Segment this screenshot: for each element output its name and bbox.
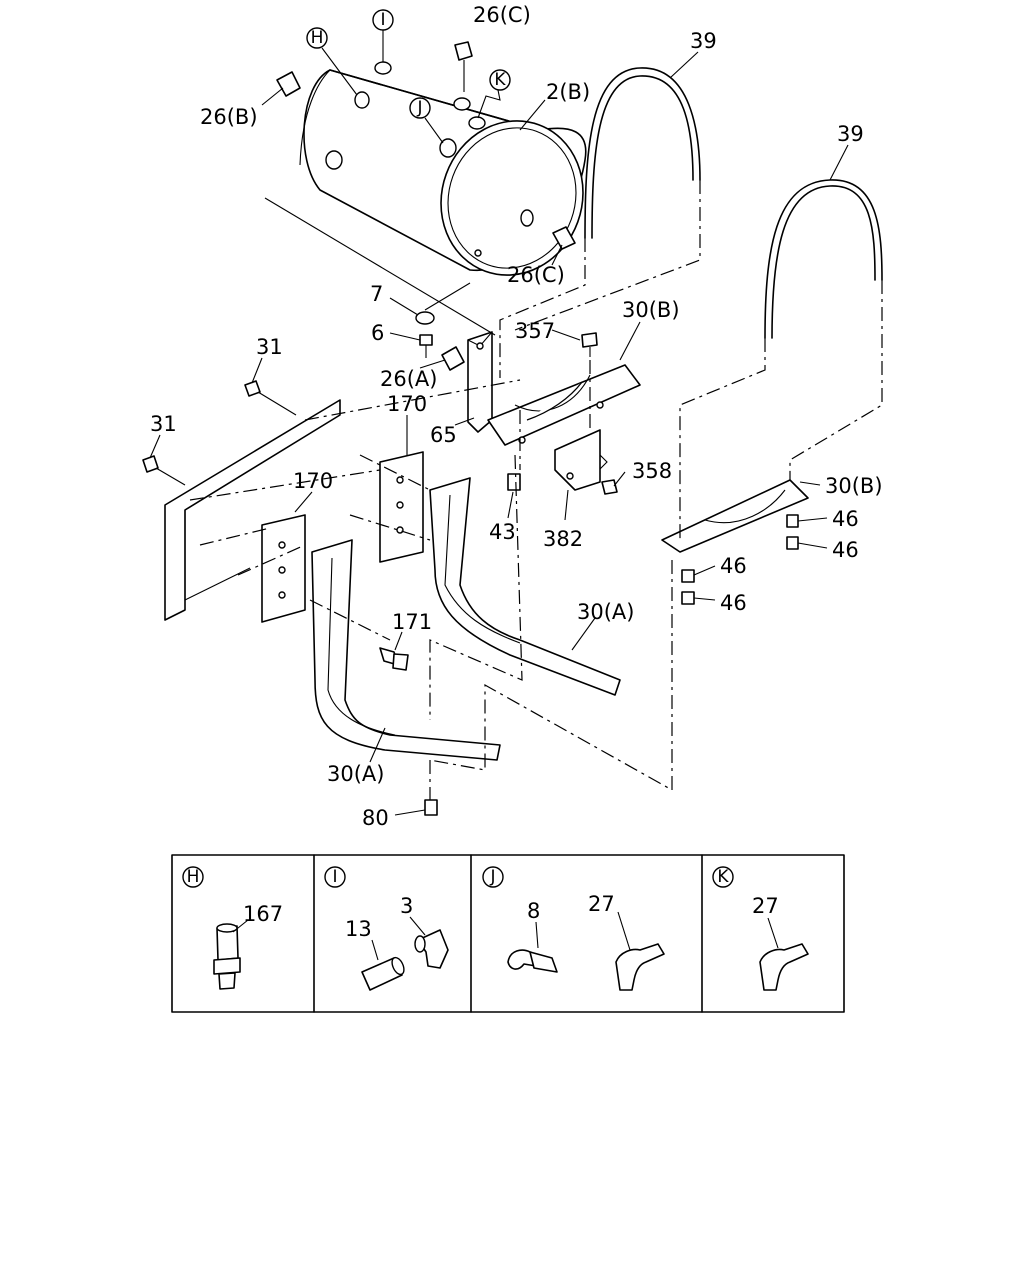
label-26a: 26(A) — [380, 367, 437, 391]
l-bracket-30a-rear — [429, 477, 621, 696]
fitting-26a — [441, 346, 465, 371]
marker-h-tank: H — [306, 27, 358, 96]
u-strap-39-left — [584, 67, 701, 239]
label-26c-top: 26(C) — [473, 3, 531, 27]
nut-358 — [601, 479, 618, 495]
fitting-26c-mid — [552, 226, 576, 250]
detail-panel-h: H 167 — [182, 866, 283, 990]
label-6: 6 — [371, 321, 384, 345]
washer-7-bolt-6 — [415, 311, 435, 358]
label-80: 80 — [362, 806, 389, 830]
label-3: 3 — [400, 894, 413, 918]
bolt-357 — [581, 332, 598, 357]
svg-text:K: K — [717, 867, 729, 887]
label-167: 167 — [243, 902, 283, 926]
marker-i-tank: I — [372, 9, 394, 62]
label-31-b: 31 — [150, 412, 177, 436]
label-30b-a: 30(B) — [622, 298, 680, 322]
part-13-fitting — [361, 956, 405, 991]
svg-text:K: K — [494, 70, 506, 90]
label-170-a: 170 — [387, 392, 427, 416]
part-3-elbow — [414, 929, 449, 969]
part-167-sensor — [213, 923, 241, 990]
bracket-382 — [554, 429, 601, 491]
bolt-80 — [424, 799, 438, 816]
svg-text:H: H — [187, 867, 200, 887]
label-30a-b: 30(A) — [327, 762, 384, 786]
marker-j-tank: J — [409, 97, 444, 144]
label-171: 171 — [392, 610, 432, 634]
part-27-elbow-k — [759, 943, 809, 991]
label-65: 65 — [430, 423, 457, 447]
label-43: 43 — [489, 520, 516, 544]
label-170-b: 170 — [293, 469, 333, 493]
label-358: 358 — [632, 459, 672, 483]
label-39-a: 39 — [690, 29, 717, 53]
frame-rail — [164, 399, 341, 621]
detail-panel-j: J 8 27 — [482, 866, 665, 991]
label-7: 7 — [370, 282, 383, 306]
label-46-c: 46 — [720, 554, 747, 578]
bolt-43 — [507, 473, 521, 491]
bolt-31-lower — [142, 455, 186, 486]
label-39-b: 39 — [837, 122, 864, 146]
label-357: 357 — [515, 319, 555, 343]
bolt-31-upper — [244, 380, 297, 416]
svg-text:H: H — [311, 28, 324, 48]
svg-text:J: J — [416, 98, 422, 118]
label-31-a: 31 — [256, 335, 283, 359]
svg-text:J: J — [489, 867, 495, 887]
callout-labels: 26(C) 26(B) 2(B) 39 39 26(C) 7 6 26(A) 3… — [150, 3, 883, 830]
label-8: 8 — [527, 899, 540, 923]
part-27-elbow-j — [615, 943, 665, 991]
label-27-j: 27 — [588, 892, 615, 916]
leader-lines — [149, 51, 849, 816]
air-tank — [299, 61, 587, 276]
label-2b: 2(B) — [546, 80, 590, 104]
label-30b-b: 30(B) — [825, 474, 883, 498]
assembly-lines — [189, 180, 883, 800]
detail-panel-k: K 27 — [712, 866, 809, 991]
svg-text:I: I — [380, 10, 385, 30]
saddle-bracket-30b-right — [661, 479, 809, 553]
label-46-b: 46 — [832, 538, 859, 562]
fitting-26b — [276, 71, 301, 97]
detail-panel-i: I 13 3 — [324, 866, 449, 991]
bolt-171 — [379, 647, 409, 671]
label-13: 13 — [345, 917, 372, 941]
saddle-bracket-30b-left — [487, 364, 641, 446]
fitting-26c-top — [454, 41, 473, 92]
label-26b: 26(B) — [200, 105, 258, 129]
label-30a-a: 30(A) — [577, 600, 634, 624]
nuts-46 — [681, 514, 799, 605]
u-strap-39-right — [764, 179, 883, 339]
label-46-d: 46 — [720, 591, 747, 615]
bracket-170-front — [261, 514, 306, 623]
l-bracket-30a-front — [311, 539, 501, 761]
part-8-valve — [507, 949, 558, 973]
svg-text:I: I — [332, 867, 337, 887]
label-382: 382 — [543, 527, 583, 551]
label-26c-mid: 26(C) — [507, 263, 565, 287]
marker-k-tank: K — [477, 69, 511, 119]
label-27-k: 27 — [752, 894, 779, 918]
detail-panels — [171, 854, 845, 1013]
bracket-65 — [264, 197, 496, 433]
label-46-a: 46 — [832, 507, 859, 531]
